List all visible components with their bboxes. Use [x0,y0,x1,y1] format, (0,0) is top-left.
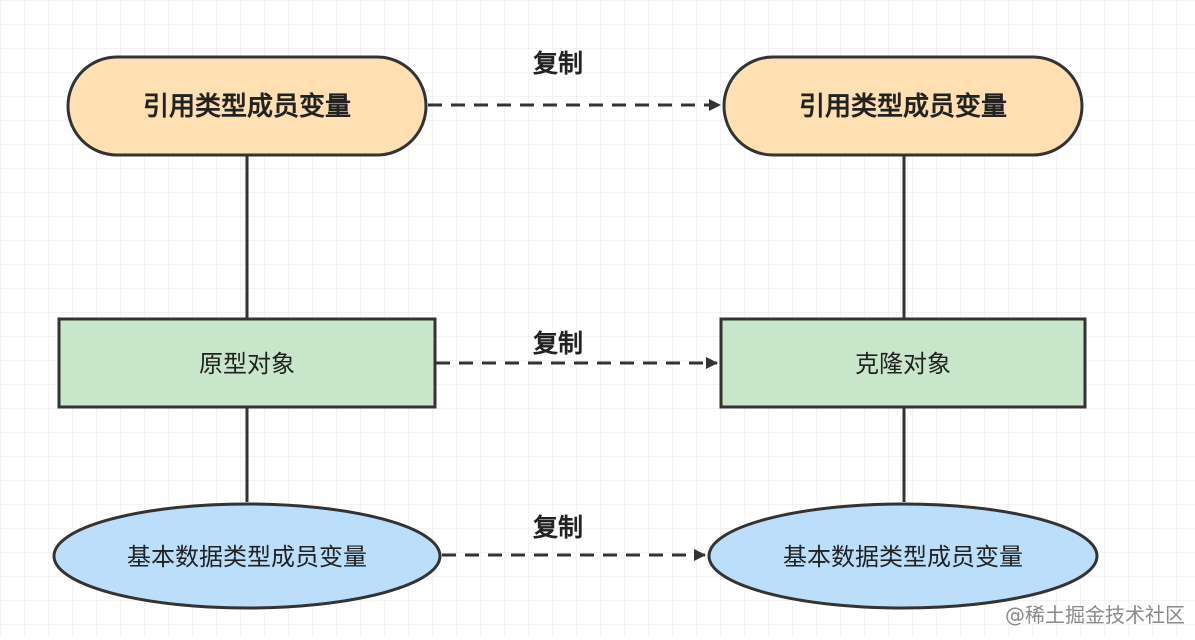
right-primitive-member-label: 基本数据类型成员变量 [783,543,1023,571]
right-reference-member-node [722,55,1084,157]
clone-object-node [719,317,1087,409]
prototype-object-node [57,317,437,409]
copy-label-middle: 复制 [533,329,583,358]
left-reference-member-label: 引用类型成员变量 [143,91,351,122]
left-primitive-member-node [52,502,442,610]
right-primitive-member-node [707,502,1099,610]
clone-object-label: 克隆对象 [855,350,951,378]
right-reference-member-label: 引用类型成员变量 [799,91,1007,122]
watermark-text: @稀土掘金技术社区 [1005,603,1185,627]
left-reference-member-node [66,55,428,157]
copy-label-top: 复制 [533,49,583,78]
copy-label-bottom: 复制 [533,513,583,542]
left-primitive-member-label: 基本数据类型成员变量 [127,543,367,571]
prototype-object-label: 原型对象 [199,350,295,378]
